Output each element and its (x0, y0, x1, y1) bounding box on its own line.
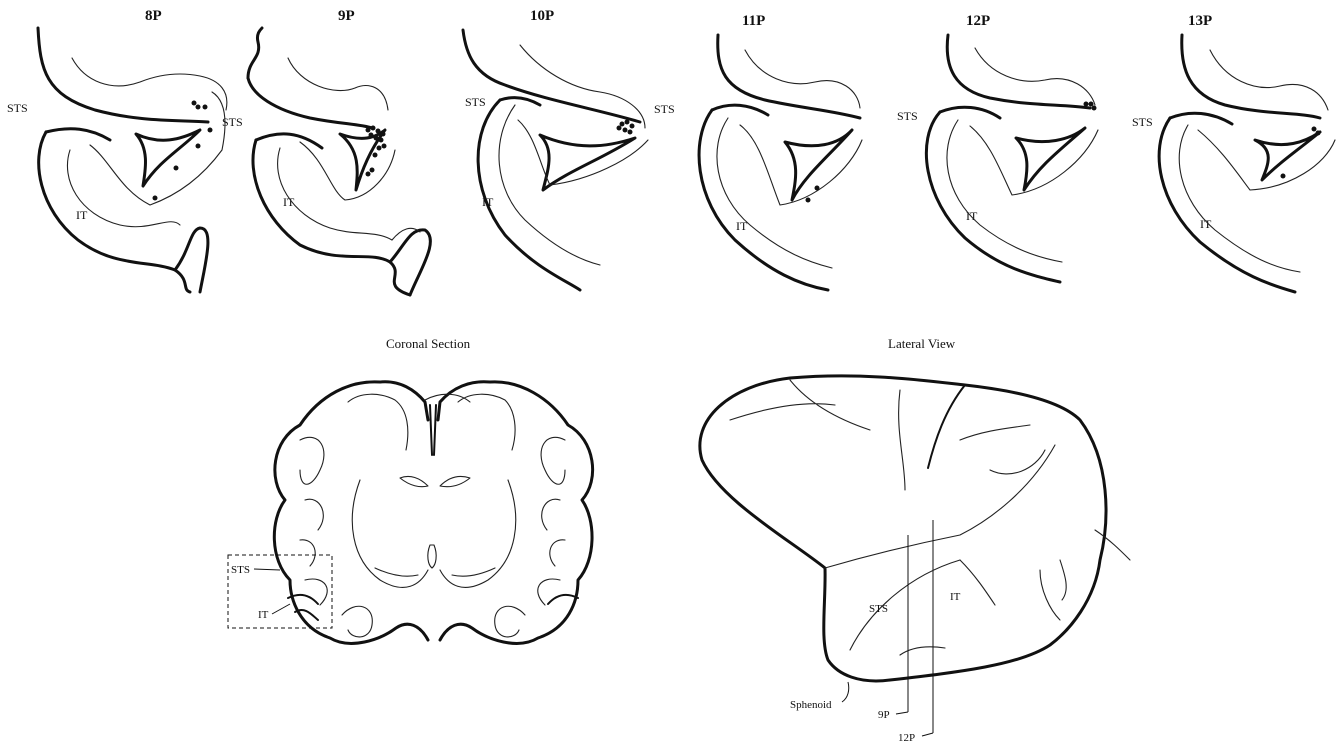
label-dot (203, 105, 208, 110)
section-title: 10P (530, 8, 554, 24)
label-dot (192, 101, 197, 106)
coronal-sts-leader (254, 569, 280, 570)
section-12p: 12P STS IT (897, 13, 1098, 282)
lateral-it-label: IT (950, 591, 961, 603)
sphenoid-label: Sphenoid (790, 699, 832, 711)
sts-label: STS (1132, 115, 1153, 129)
sulcus-outline (699, 35, 862, 290)
sulcus-outline (463, 30, 648, 290)
marker-12p-label: 12P (898, 732, 915, 744)
label-dot (1281, 174, 1286, 179)
label-dot (1312, 127, 1317, 132)
section-title: 12P (966, 13, 990, 29)
lateral-brain-outline (700, 376, 1130, 681)
marker-9p-tick (896, 712, 908, 714)
sts-label: STS (654, 102, 675, 116)
label-dot (815, 186, 820, 191)
label-dot (1092, 106, 1097, 111)
sulcus-outline (38, 28, 227, 292)
sts-label: STS (7, 101, 28, 115)
label-dot (196, 105, 201, 110)
label-dot (1084, 102, 1089, 107)
coronal-it-label: IT (258, 609, 269, 621)
section-title: 13P (1188, 13, 1212, 29)
coronal-sts-label: STS (231, 564, 250, 576)
section-13p: 13P STS IT (1132, 13, 1335, 292)
lateral-view: Lateral View STS IT 9P 12P Sphenoid (700, 336, 1130, 744)
label-dot (174, 166, 179, 171)
section-11p: 11P STS IT (654, 13, 862, 290)
label-dot (1316, 131, 1321, 136)
label-dot (1089, 102, 1094, 107)
coronal-title: Coronal Section (386, 336, 471, 351)
marker-9p-label: 9P (878, 709, 890, 721)
sphenoid-leader (842, 682, 849, 702)
section-8p: 8P STS STS IT (7, 8, 243, 292)
label-dot (196, 144, 201, 149)
coronal-brain-outline (274, 382, 592, 644)
sulcus-outline (248, 28, 430, 295)
it-label: IT (1200, 217, 1212, 231)
label-dot (153, 196, 158, 201)
marker-12p-tick (922, 733, 933, 736)
sulcus-outline (1159, 35, 1335, 292)
it-label: IT (76, 208, 88, 222)
section-title: 9P (338, 8, 355, 24)
section-10p: 10P STS IT (463, 8, 648, 290)
label-dot (208, 128, 213, 133)
coronal-it-leader (272, 604, 290, 614)
section-title: 11P (742, 13, 765, 29)
section-title: 8P (145, 8, 162, 24)
lateral-title: Lateral View (888, 336, 956, 351)
sulcus-outline (926, 35, 1098, 282)
coronal-section: Coronal Section STS IT (228, 336, 593, 643)
sts-label: STS (897, 109, 918, 123)
section-9p: 9P IT (248, 8, 430, 295)
sts-label: STS (465, 95, 486, 109)
lateral-sts-label: STS (869, 603, 888, 615)
label-dot-cluster (366, 126, 387, 177)
label-dot-cluster (617, 120, 635, 135)
label-dot (806, 198, 811, 203)
it-label: IT (283, 195, 295, 209)
